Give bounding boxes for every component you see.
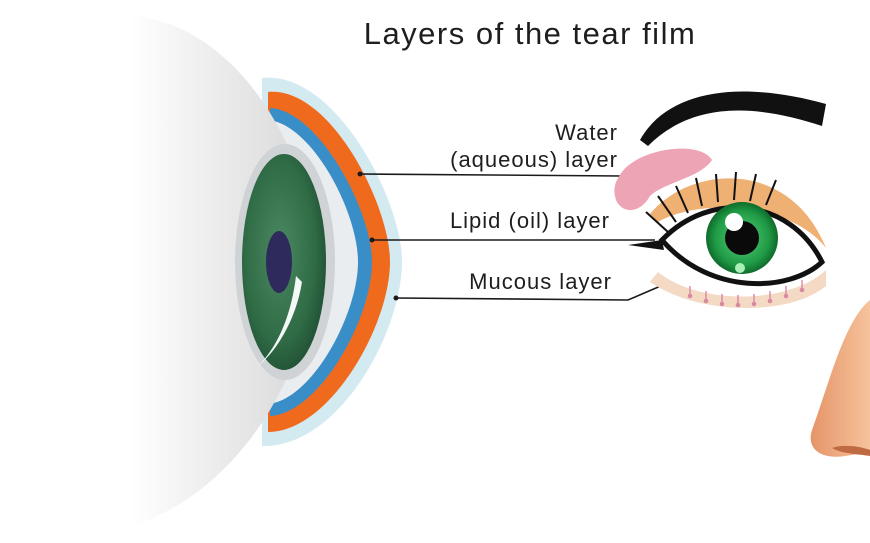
label-lipid-layer: Lipid (oil) layer — [398, 208, 610, 234]
front-highlight — [725, 213, 743, 231]
leader-dot-lipid — [370, 238, 375, 243]
eyeliner-wing — [628, 240, 664, 250]
label-water: Water — [470, 120, 618, 146]
leader-dot-aqueous — [358, 172, 363, 177]
label-mucous-layer: Mucous layer — [398, 269, 612, 295]
leader-line-aqueous — [360, 174, 622, 176]
eyeball-side-view — [132, 16, 402, 526]
label-aqueous-layer: (aqueous) layer — [398, 147, 618, 173]
diagram-title: Layers of the tear film — [250, 16, 810, 52]
pupil — [266, 231, 292, 293]
front-lower-highlight — [735, 263, 745, 273]
eyebrow — [640, 92, 826, 146]
leader-dot-mucous — [394, 296, 399, 301]
nose — [811, 300, 870, 457]
nose-shape — [811, 300, 870, 457]
eye-front-view — [614, 92, 826, 308]
